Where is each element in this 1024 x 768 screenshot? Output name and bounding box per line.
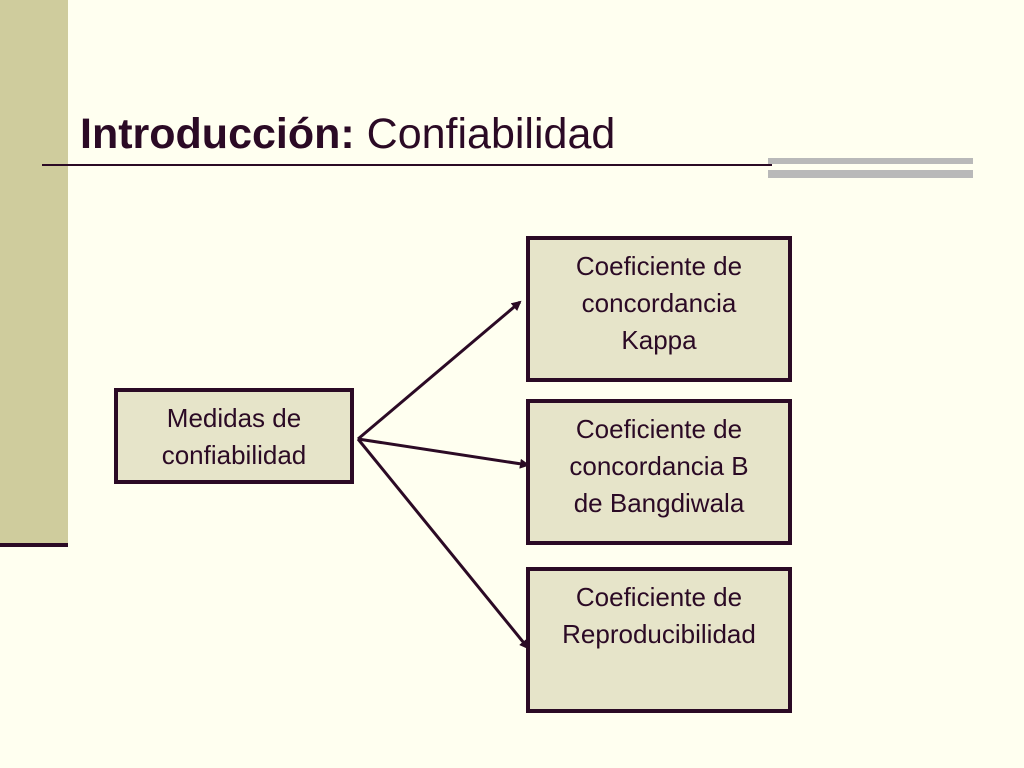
target-box-line: concordancia [581, 288, 737, 318]
gray-bar-top [768, 158, 973, 164]
target-box-line: Reproducibilidad [562, 619, 756, 649]
target-box-line: Coeficiente de [575, 414, 743, 444]
source-box-line: confiabilidad [161, 440, 307, 470]
target-box-line: Coeficiente de [575, 582, 743, 612]
target-box-line: Kappa [621, 325, 697, 355]
left-accent-band [0, 0, 68, 546]
title-underline-gray-bars [768, 158, 973, 180]
target-box-reproducibility: Coeficiente de Reproducibilidad [526, 567, 792, 713]
slide-title: Introducción: Confiabilidad [80, 108, 615, 160]
left-accent-band-edge [0, 543, 68, 547]
title-underline [42, 164, 772, 166]
source-box-medidas-de-confiabilidad: Medidas de confiabilidad [114, 388, 354, 484]
slide-title-regular: Confiabilidad [366, 110, 616, 158]
target-box-line: concordancia B [569, 451, 749, 481]
target-box-line: de Bangdiwala [573, 488, 745, 518]
target-box-line: Coeficiente de [575, 251, 743, 281]
arrow-to-bangdiwala [357, 437, 530, 469]
slide-title-bold: Introducción: [80, 110, 355, 158]
target-box-bangdiwala: Coeficiente de concordancia B de Bangdiw… [526, 399, 792, 545]
target-box-kappa: Coeficiente de concordancia Kappa [526, 236, 792, 382]
gray-bar-bottom [768, 170, 973, 178]
arrow-to-kappa [357, 300, 522, 441]
source-box-line: Medidas de [166, 403, 302, 433]
arrow-to-reproducibility [356, 438, 530, 650]
